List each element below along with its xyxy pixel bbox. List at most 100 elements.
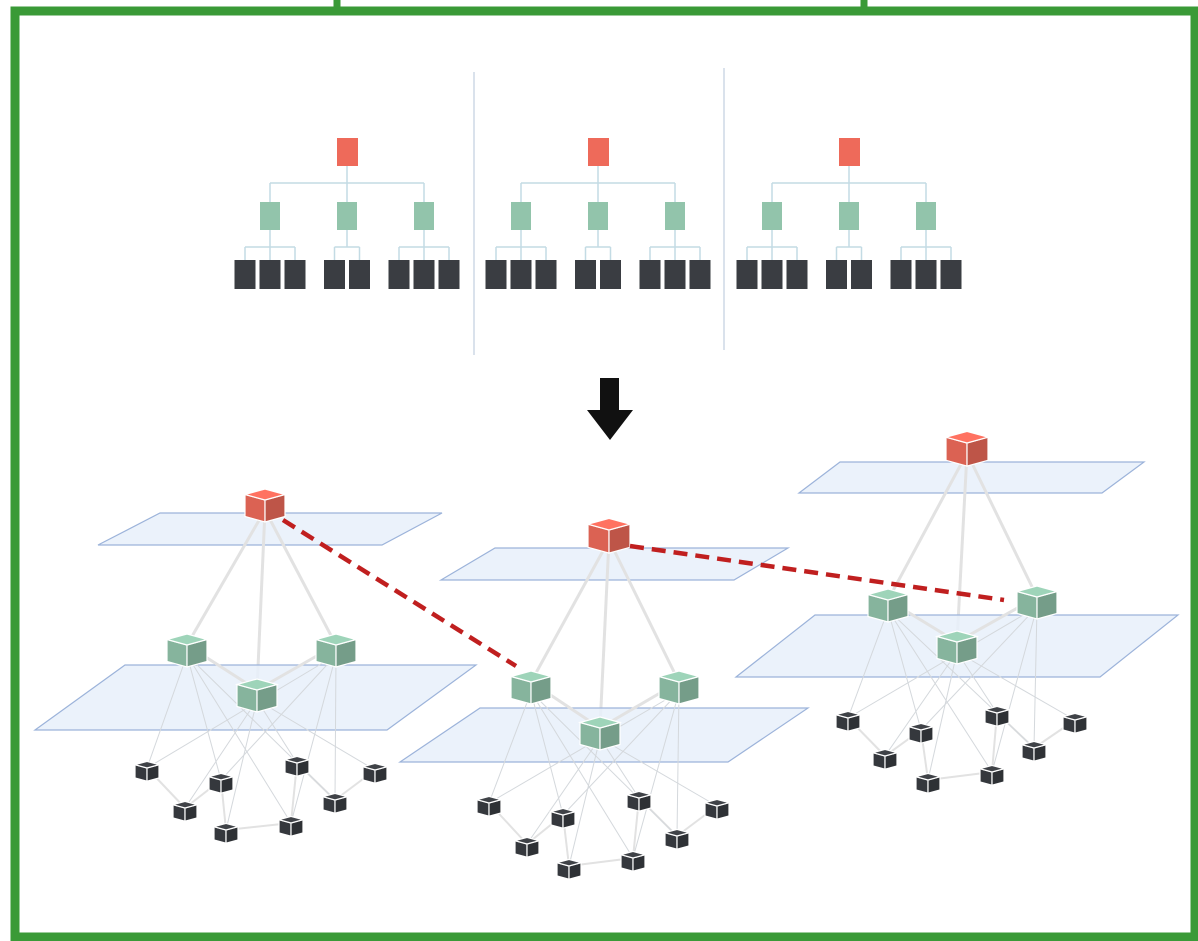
- leaf-node-square: [600, 260, 621, 289]
- cube-face: [282, 755, 312, 764]
- cube-face: [206, 772, 236, 781]
- dashed-cross-link: [281, 518, 518, 668]
- leaf-node-square: [438, 260, 460, 289]
- cube-face: [360, 762, 390, 771]
- leaf-cube-icon: [702, 798, 732, 820]
- root-node-square: [588, 138, 609, 166]
- network-edge: [599, 737, 718, 807]
- leaf-cube-icon: [132, 760, 162, 782]
- leaf-node-square: [234, 260, 256, 289]
- root-cube-icon: [585, 517, 633, 554]
- root-cube-icon: [242, 488, 288, 523]
- leaf-node-square: [664, 260, 686, 289]
- dashed-cross-link: [629, 543, 1005, 603]
- leaf-cube-icon: [206, 772, 236, 794]
- middle-node-square: [337, 202, 357, 230]
- network-edge: [927, 651, 958, 781]
- cube-face: [982, 705, 1012, 714]
- leaf-cube-icon: [870, 748, 900, 770]
- network-edge: [965, 452, 1039, 598]
- network-edge: [598, 539, 611, 729]
- network-3d: [33, 488, 478, 844]
- network-edge: [263, 509, 338, 646]
- network-edge: [290, 654, 337, 824]
- leaf-node-square: [349, 260, 370, 289]
- leaf-cube-icon: [662, 828, 692, 850]
- leaf-node-square: [736, 260, 758, 289]
- flat-trees: [234, 138, 962, 289]
- network-edge: [884, 651, 958, 757]
- leaf-cube-icon: [276, 815, 306, 837]
- cube-face: [313, 633, 359, 646]
- leaf-cube-icon: [913, 772, 943, 794]
- leaf-cube-icon: [982, 705, 1012, 727]
- middle-node-square: [588, 202, 608, 230]
- cube-face: [702, 798, 732, 807]
- cube-face: [164, 633, 210, 646]
- leaf-node-square: [786, 260, 808, 289]
- network-edge: [529, 539, 611, 683]
- middle-node-square: [414, 202, 434, 230]
- network-edge: [225, 699, 258, 831]
- leaf-node-square: [510, 260, 532, 289]
- cube-face: [943, 430, 991, 444]
- root-node-square: [839, 138, 860, 166]
- leaf-cube-icon: [211, 822, 241, 844]
- network-edge: [847, 609, 889, 719]
- cube-face: [170, 800, 200, 809]
- network-edge: [256, 699, 376, 771]
- network-edge: [562, 691, 680, 816]
- middle-node-square: [839, 202, 859, 230]
- leaf-node-square: [284, 260, 306, 289]
- cube-face: [1060, 712, 1090, 721]
- leaf-node-square: [940, 260, 962, 289]
- network-edge: [887, 609, 922, 731]
- leaf-node-square: [413, 260, 435, 289]
- leaf-cube-icon: [170, 800, 200, 822]
- network-edge: [887, 609, 993, 773]
- middle-cube-icon: [865, 588, 911, 623]
- network-edge: [488, 691, 532, 804]
- middle-cube-icon: [313, 633, 359, 668]
- cube-face: [508, 670, 554, 683]
- network-edge: [185, 509, 267, 646]
- cube-face: [870, 748, 900, 757]
- cube-face: [320, 792, 350, 801]
- network-edge: [334, 654, 337, 801]
- leaf-node-square: [639, 260, 661, 289]
- networks-3d: [33, 430, 1180, 880]
- leaf-cube-icon: [833, 710, 863, 732]
- cube-face: [585, 517, 633, 531]
- network-edge: [568, 737, 601, 867]
- network-edge: [186, 654, 292, 824]
- leaf-cube-icon: [1019, 740, 1049, 762]
- cube-face: [132, 760, 162, 769]
- leaf-cube-icon: [624, 790, 654, 812]
- top-tab: [333, 0, 868, 16]
- network-edge: [526, 737, 601, 845]
- flat-tree: [234, 138, 460, 289]
- layer-plane: [797, 461, 1146, 494]
- network-edge: [530, 691, 634, 859]
- cube-face: [833, 710, 863, 719]
- leaf-cube-icon: [474, 795, 504, 817]
- cube-face: [234, 678, 280, 691]
- cube-face: [474, 795, 504, 804]
- network-edge: [184, 699, 258, 809]
- network-edge: [632, 691, 680, 859]
- middle-cube-icon: [656, 670, 702, 705]
- leaf-cube-icon: [282, 755, 312, 777]
- leaf-node-square: [826, 260, 847, 289]
- middle-cube-icon: [234, 678, 280, 713]
- root-node-square: [337, 138, 358, 166]
- cube-face: [242, 488, 288, 501]
- cube-face: [1014, 585, 1060, 598]
- network-edge: [991, 606, 1038, 773]
- leaf-node-square: [851, 260, 872, 289]
- leaf-node-square: [761, 260, 783, 289]
- cube-face: [211, 822, 241, 831]
- flat-tree: [485, 138, 711, 289]
- leaf-node-square: [485, 260, 507, 289]
- network-edge: [847, 606, 1038, 719]
- cube-face: [977, 764, 1007, 773]
